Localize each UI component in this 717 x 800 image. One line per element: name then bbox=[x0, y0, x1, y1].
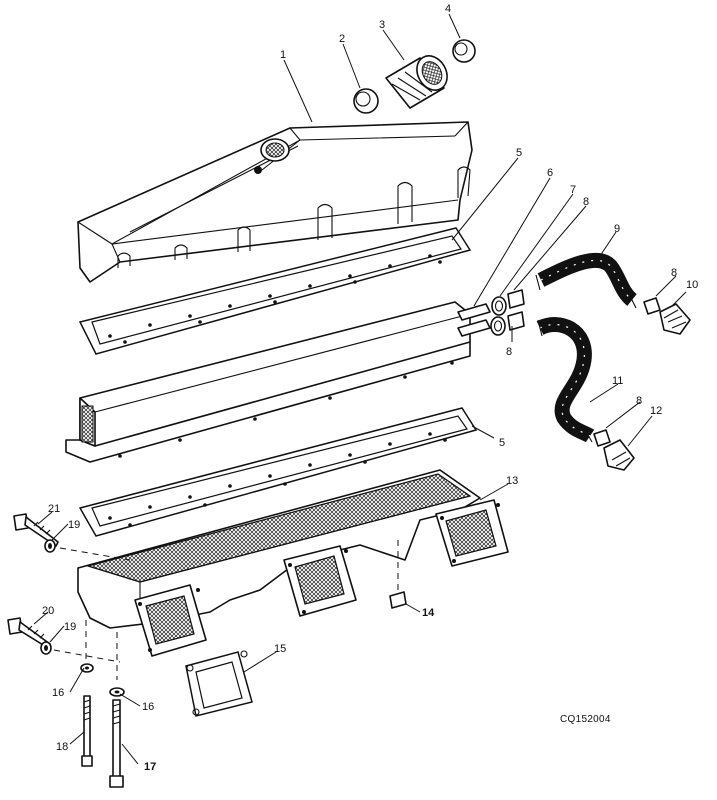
figure-reference-code: CQ152004 bbox=[560, 714, 611, 725]
callout-16-left: 16 bbox=[52, 687, 64, 699]
bolt-21-axis bbox=[59, 547, 131, 561]
plug-4 bbox=[452, 39, 476, 63]
callout-16-right: 16 bbox=[142, 701, 154, 713]
manifold-base-13 bbox=[77, 469, 509, 657]
upper-gasket bbox=[78, 227, 472, 355]
callout-20: 20 bbox=[42, 605, 54, 617]
flange-middle bbox=[283, 545, 357, 617]
washer-16-left bbox=[80, 663, 94, 673]
callout-14: 14 bbox=[422, 607, 435, 619]
bolt-21 bbox=[13, 513, 59, 547]
callout-17: 17 bbox=[144, 761, 156, 773]
callout-8-lower-fitting: 8 bbox=[636, 395, 642, 407]
elbow-fitting-12 bbox=[603, 439, 635, 471]
callout-3: 3 bbox=[379, 19, 385, 31]
callout-labels: 1 2 3 4 5 5 6 7 8 8 8 8 9 10 11 12 13 14… bbox=[42, 3, 698, 773]
elbow-fitting-10 bbox=[659, 303, 691, 335]
washer-19-lower bbox=[40, 641, 52, 655]
cover-bosses bbox=[117, 166, 471, 268]
tube-gasket-7 bbox=[490, 296, 507, 336]
flange-left bbox=[134, 584, 207, 657]
flange-gasket-15 bbox=[185, 650, 253, 717]
callout-19-upper: 19 bbox=[68, 519, 80, 531]
callout-21: 21 bbox=[48, 503, 60, 515]
washer-19-upper bbox=[44, 539, 56, 553]
lower-hose-11 bbox=[536, 317, 595, 443]
callout-15: 15 bbox=[274, 643, 286, 655]
callout-8-top: 8 bbox=[583, 196, 589, 208]
callout-8-tube: 8 bbox=[506, 346, 512, 358]
threaded-fitting-3 bbox=[385, 55, 448, 109]
callout-8-upper-fitting: 8 bbox=[671, 267, 677, 279]
callout-9: 9 bbox=[614, 223, 620, 235]
callout-4: 4 bbox=[445, 3, 451, 15]
stud-18 bbox=[81, 695, 93, 767]
hose-clamp-8-lower bbox=[593, 429, 611, 447]
callout-19-lower: 19 bbox=[64, 621, 76, 633]
leader-lines bbox=[33, 13, 687, 765]
cover-port bbox=[254, 138, 290, 174]
upper-hose-9 bbox=[535, 252, 638, 309]
bolt-20-axis bbox=[53, 649, 121, 663]
lower-gasket bbox=[78, 407, 478, 537]
callout-12: 12 bbox=[650, 405, 662, 417]
callout-5-lower: 5 bbox=[499, 437, 505, 449]
cooler-core bbox=[65, 301, 491, 463]
cooler-tubes bbox=[457, 303, 491, 337]
plug-2 bbox=[353, 88, 379, 114]
callout-7: 7 bbox=[570, 184, 576, 196]
stud-17 bbox=[109, 699, 124, 788]
callout-5-upper: 5 bbox=[516, 147, 522, 159]
manifold-cover bbox=[77, 121, 473, 283]
callout-6: 6 bbox=[547, 167, 553, 179]
hose-clamp-8-upper bbox=[643, 297, 661, 315]
callout-18: 18 bbox=[56, 741, 68, 753]
flange-right bbox=[435, 499, 509, 567]
tube-clamps-8 bbox=[507, 289, 525, 331]
callout-11: 11 bbox=[612, 375, 623, 387]
callout-13: 13 bbox=[506, 475, 518, 487]
callout-10: 10 bbox=[686, 279, 698, 291]
callout-1: 1 bbox=[280, 49, 286, 61]
callout-2: 2 bbox=[339, 33, 345, 45]
